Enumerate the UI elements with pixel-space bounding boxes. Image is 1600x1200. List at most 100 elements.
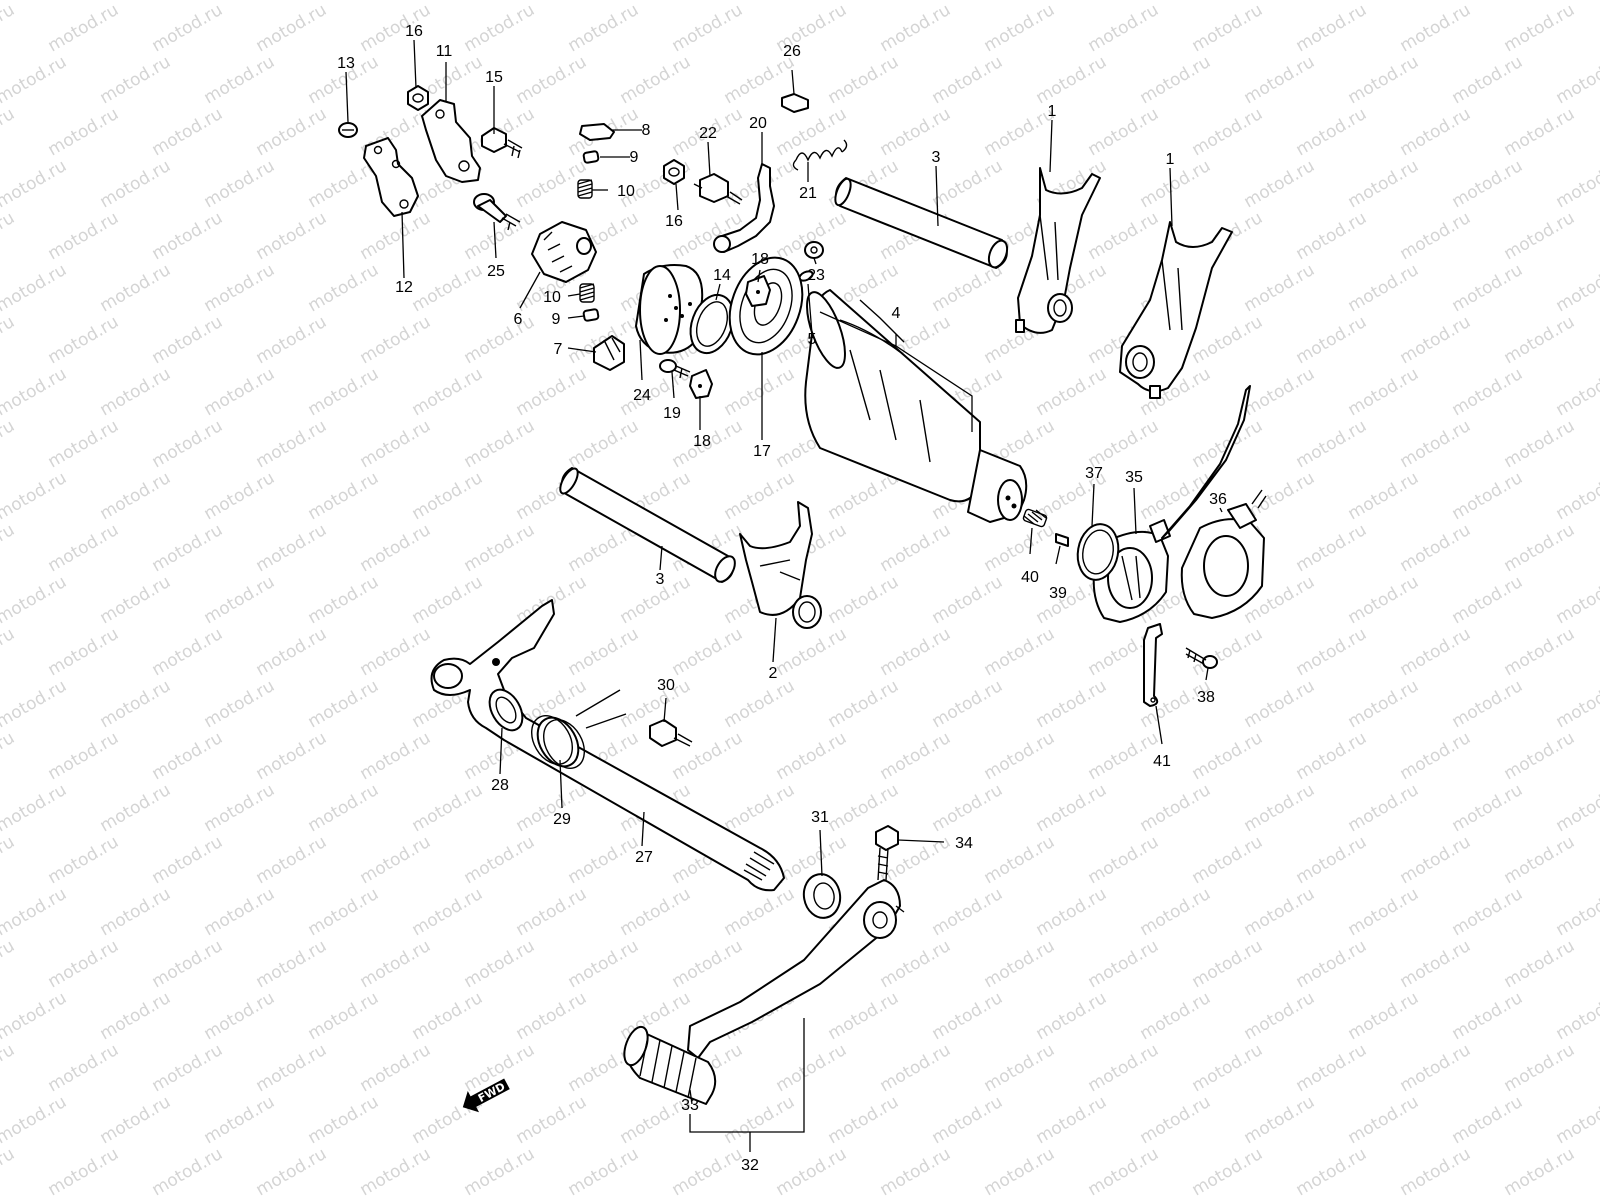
part-seal-28[interactable] — [483, 684, 529, 736]
part-fork-1a[interactable] — [1015, 167, 1101, 334]
watermark-text: motod.ru — [461, 936, 539, 992]
watermark-text: motod.ru — [149, 208, 227, 264]
part-bolt-25[interactable] — [473, 193, 521, 231]
callout-26: 26 — [783, 43, 801, 60]
watermark-text: motod.ru — [149, 312, 227, 368]
part-spring-29[interactable] — [523, 689, 627, 776]
part-plate-18b[interactable] — [689, 369, 713, 399]
watermark-text: motod.ru — [721, 1092, 799, 1148]
part-wire-35[interactable] — [1161, 385, 1251, 539]
part-fork-1b[interactable] — [1119, 221, 1233, 399]
watermark-text: motod.ru — [1553, 52, 1600, 108]
watermark-text: motod.ru — [929, 780, 1007, 836]
part-screw-38[interactable] — [1185, 647, 1218, 669]
watermark-text: motod.ru — [305, 884, 383, 940]
part-plate-11[interactable] — [421, 99, 481, 183]
part-stopper-7[interactable] — [593, 335, 625, 371]
watermark-text: motod.ru — [45, 520, 123, 576]
watermark-text: motod.ru — [305, 260, 383, 316]
part-pin-39[interactable] — [1055, 533, 1069, 547]
part-gear-24[interactable] — [635, 264, 704, 355]
watermark-text: motod.ru — [1137, 884, 1215, 940]
watermark-text: motod.ru — [461, 832, 539, 888]
part-ring-14[interactable] — [683, 289, 741, 359]
part-gearshift-shaft-27[interactable] — [430, 599, 785, 892]
watermark-text: motod.ru — [149, 624, 227, 680]
watermark-text: motod.ru — [1137, 52, 1215, 108]
part-oring-37[interactable] — [1073, 521, 1122, 583]
watermark-text: motod.ru — [0, 0, 18, 56]
part-screw-13[interactable] — [338, 122, 358, 138]
part-seal-31[interactable] — [800, 871, 843, 921]
part-bolt-15[interactable] — [481, 127, 523, 159]
part-gearshift-lever-32[interactable] — [687, 879, 905, 1059]
part-stopper-8[interactable] — [579, 123, 615, 141]
part-shaft-3-lower[interactable] — [557, 466, 739, 585]
part-spring-10a[interactable] — [577, 179, 593, 199]
watermark-text: motod.ru — [669, 624, 747, 680]
watermark-text: motod.ru — [1553, 1092, 1600, 1148]
watermark-text: motod.ru — [45, 1040, 123, 1096]
watermark-text: motod.ru — [305, 364, 383, 420]
watermark-text: motod.ru — [253, 624, 331, 680]
part-nut-16b[interactable] — [663, 159, 685, 185]
watermark-text: motod.ru — [1449, 260, 1527, 316]
watermark-text: motod.ru — [1501, 1144, 1579, 1200]
watermark-text: motod.ru — [1501, 728, 1579, 784]
watermark-text: motod.ru — [1189, 936, 1267, 992]
part-shaft-3-upper[interactable] — [832, 177, 1010, 270]
part-spring-21[interactable] — [792, 139, 848, 171]
watermark-text: motod.ru — [97, 52, 175, 108]
part-plate-12[interactable] — [363, 137, 419, 217]
part-arm-20[interactable] — [713, 163, 775, 253]
part-bolt-19[interactable] — [659, 359, 691, 379]
callout-21: 21 — [799, 185, 817, 202]
watermark-text: motod.ru — [565, 416, 643, 472]
watermark-text: motod.ru — [1345, 1092, 1423, 1148]
callout-20: 20 — [749, 115, 767, 132]
callout-7: 7 — [554, 341, 563, 358]
part-bolt-26[interactable] — [781, 93, 809, 113]
part-spring-10b[interactable] — [579, 283, 595, 303]
watermark-text: motod.ru — [409, 364, 487, 420]
watermark-text: motod.ru — [981, 1144, 1059, 1200]
part-spring-40[interactable] — [1022, 508, 1048, 528]
watermark-text: motod.ru — [1397, 0, 1475, 56]
part-fork-2[interactable] — [739, 501, 822, 629]
callout-31: 31 — [811, 809, 829, 826]
part-pin-9a[interactable] — [582, 150, 600, 164]
part-plate-18a[interactable] — [745, 275, 771, 307]
watermark-text: motod.ru — [0, 208, 18, 264]
part-shift-drum-4[interactable] — [799, 288, 1028, 523]
watermark-text: motod.ru — [357, 416, 435, 472]
callout-27: 27 — [635, 849, 653, 866]
part-rubber-33[interactable] — [620, 1024, 717, 1105]
watermark-text: motod.ru — [1345, 156, 1423, 212]
callout-30: 30 — [657, 677, 675, 694]
watermark-text: motod.ru — [1137, 780, 1215, 836]
watermark-text: motod.ru — [1189, 1040, 1267, 1096]
part-cam-6[interactable] — [531, 221, 597, 283]
part-pin-9b[interactable] — [582, 308, 600, 322]
watermark-text: motod.ru — [45, 936, 123, 992]
watermark-text: motod.ru — [253, 728, 331, 784]
part-bolt-30[interactable] — [649, 719, 693, 747]
watermark-text: motod.ru — [929, 676, 1007, 732]
part-nut-16a[interactable] — [407, 85, 429, 111]
watermark-text: motod.ru — [981, 1040, 1059, 1096]
callout-9a: 9 — [630, 149, 639, 166]
part-bolt-22[interactable] — [693, 173, 743, 205]
watermark-text: motod.ru — [0, 260, 70, 316]
part-bolt-34[interactable] — [875, 825, 899, 881]
watermark-text: motod.ru — [1397, 1144, 1475, 1200]
watermark-text: motod.ru — [617, 364, 695, 420]
part-washer-23[interactable] — [804, 241, 824, 259]
watermark-text: motod.ru — [1449, 1092, 1527, 1148]
callout-5: 5 — [808, 331, 817, 348]
watermark-text: motod.ru — [1449, 884, 1527, 940]
part-cover-36[interactable] — [1180, 489, 1267, 619]
watermark-text: motod.ru — [409, 260, 487, 316]
watermark-text: motod.ru — [1085, 1040, 1163, 1096]
part-clamp-41[interactable] — [1143, 623, 1163, 707]
watermark-text: motod.ru — [0, 104, 18, 160]
